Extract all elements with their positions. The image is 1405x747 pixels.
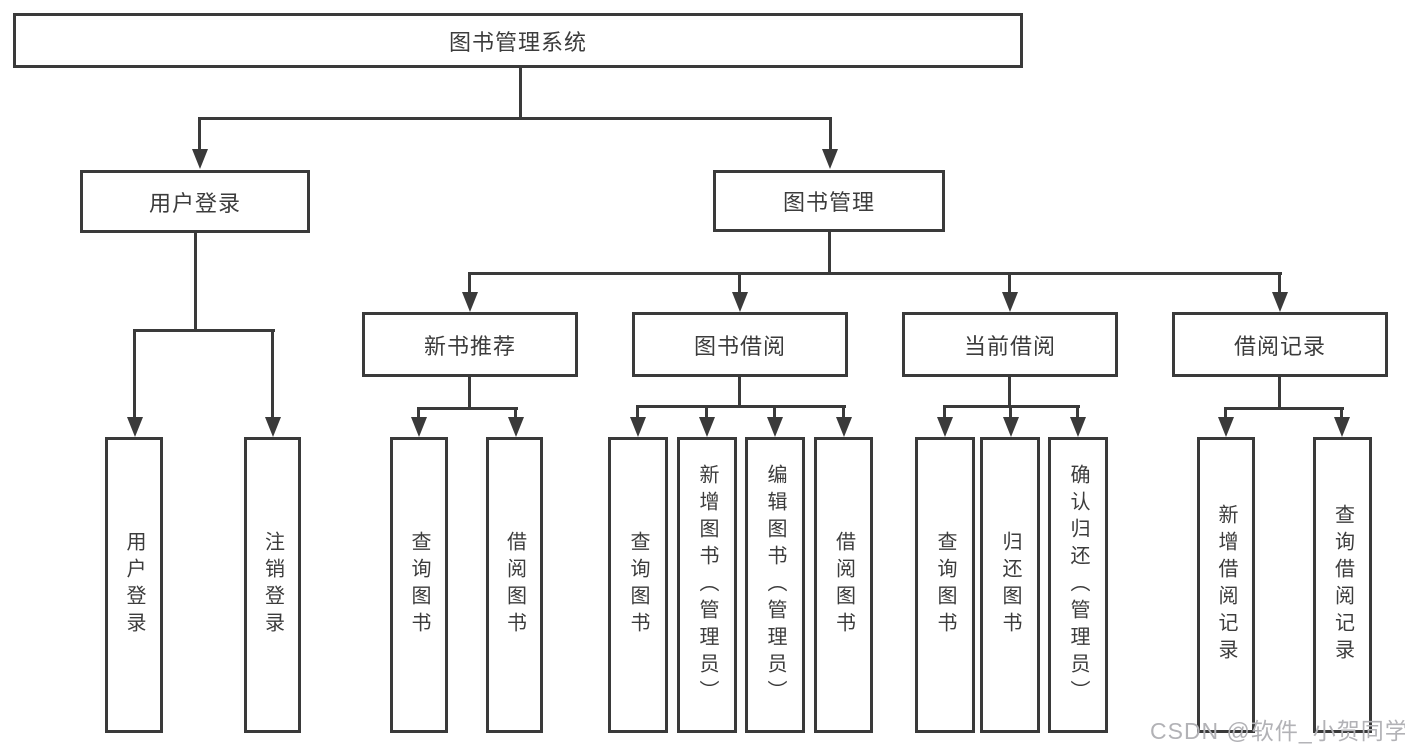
arrow-to-rec-add <box>1218 417 1234 437</box>
connector-bb-query-shaft <box>636 405 639 420</box>
arrow-to-borrowing <box>732 292 748 312</box>
leaf-query-borrow-record-label: 查询借阅记录 <box>1331 504 1354 666</box>
leaf-borrow-books-1-label: 借阅图书 <box>503 531 526 639</box>
leaf-borrow-books-1: 借阅图书 <box>486 437 543 733</box>
arrow-to-bb-borrow <box>836 417 852 437</box>
arrow-to-current <box>1002 292 1018 312</box>
leaf-query-books-1-label: 查询图书 <box>408 531 430 639</box>
connector-new-books-vline <box>468 377 471 409</box>
connector-book-mgmt-shaft <box>829 117 832 152</box>
leaf-user-login-label: 用户登录 <box>123 531 145 639</box>
leaf-add-borrow-record: 新增借阅记录 <box>1197 437 1255 733</box>
leaf-borrow-books-2: 借阅图书 <box>814 437 873 733</box>
leaf-query-books-3-label: 查询图书 <box>934 531 956 639</box>
node-root: 图书管理系统 <box>13 13 1023 68</box>
arrow-to-cb-confirm <box>1070 417 1086 437</box>
arrow-to-rec-query <box>1334 417 1350 437</box>
connector-nb-borrow-shaft <box>514 407 517 420</box>
leaf-query-borrow-record: 查询借阅记录 <box>1313 437 1372 733</box>
connector-root-hline <box>198 117 832 120</box>
connector-records-shaft <box>1278 272 1281 295</box>
leaf-return-books: 归还图书 <box>980 437 1040 733</box>
connector-borrowing-hline <box>636 405 846 408</box>
node-current-borrowing: 当前借阅 <box>902 312 1118 377</box>
leaf-add-book-admin: 新增图书（管理员） <box>677 437 737 733</box>
leaf-borrow-books-2-label: 借阅图书 <box>832 531 855 639</box>
connector-book-mgmt-vline <box>828 232 831 274</box>
connector-cb-confirm-shaft <box>1076 405 1079 420</box>
connector-user-login-hline <box>133 329 275 332</box>
csdn-watermark: CSDN @软件_小贺同学 <box>1150 718 1405 744</box>
arrow-to-cb-query <box>937 417 953 437</box>
connector-logout-leaf-shaft <box>271 329 274 420</box>
arrow-to-user-login <box>192 149 208 169</box>
connector-bb-borrow-shaft <box>842 405 845 420</box>
connector-new-books-hline <box>417 407 518 410</box>
arrow-to-bb-query <box>630 417 646 437</box>
leaf-confirm-return-admin-label: 确认归还（管理员） <box>1067 463 1089 707</box>
leaf-query-books-2: 查询图书 <box>608 437 668 733</box>
connector-records-vline <box>1278 377 1281 409</box>
leaf-query-books-1: 查询图书 <box>390 437 448 733</box>
leaf-add-borrow-record-label: 新增借阅记录 <box>1215 504 1237 666</box>
leaf-logout: 注销登录 <box>244 437 301 733</box>
connector-borrowing-shaft <box>738 272 741 295</box>
leaf-return-books-label: 归还图书 <box>999 531 1021 639</box>
connector-borrowing-vline <box>738 377 741 407</box>
leaf-edit-book-admin-label: 编辑图书（管理员） <box>764 463 786 707</box>
leaf-edit-book-admin: 编辑图书（管理员） <box>745 437 805 733</box>
connector-bb-edit-shaft <box>773 405 776 420</box>
connector-book-mgmt-hline <box>469 272 1282 275</box>
node-book-management: 图书管理 <box>713 170 945 232</box>
connector-current-vline <box>1008 377 1011 407</box>
arrow-to-bb-edit <box>767 417 783 437</box>
connector-user-login-shaft <box>198 117 201 152</box>
node-new-book-recommend: 新书推荐 <box>362 312 578 377</box>
node-user-login: 用户登录 <box>80 170 310 233</box>
arrow-to-new-books <box>462 292 478 312</box>
connector-bb-add-shaft <box>705 405 708 420</box>
leaf-query-books-2-label: 查询图书 <box>627 531 649 639</box>
connector-login-leaf-shaft <box>133 329 136 420</box>
leaf-logout-label: 注销登录 <box>261 531 284 639</box>
arrow-to-login-leaf <box>127 417 143 437</box>
leaf-add-book-admin-label: 新增图书（管理员） <box>696 463 718 707</box>
node-borrowing-records: 借阅记录 <box>1172 312 1388 377</box>
leaf-confirm-return-admin: 确认归还（管理员） <box>1048 437 1108 733</box>
arrow-to-records <box>1272 292 1288 312</box>
arrow-to-logout-leaf <box>265 417 281 437</box>
connector-records-hline <box>1224 407 1344 410</box>
connector-rec-add-shaft <box>1224 407 1227 420</box>
arrow-to-cb-return <box>1003 417 1019 437</box>
connector-user-login-vline <box>194 233 197 332</box>
connector-nb-query-shaft <box>417 407 420 420</box>
node-book-borrowing: 图书借阅 <box>632 312 848 377</box>
leaf-user-login: 用户登录 <box>105 437 163 733</box>
arrow-to-bb-add <box>699 417 715 437</box>
arrow-to-nb-query <box>411 417 427 437</box>
connector-root-vline <box>519 68 522 119</box>
connector-current-shaft <box>1008 272 1011 295</box>
connector-new-books-shaft <box>468 272 471 295</box>
connector-rec-query-shaft <box>1340 407 1343 420</box>
arrow-to-nb-borrow <box>508 417 524 437</box>
connector-cb-query-shaft <box>943 405 946 420</box>
leaf-query-books-3: 查询图书 <box>915 437 975 733</box>
connector-cb-return-shaft <box>1009 405 1012 420</box>
arrow-to-book-management <box>822 149 838 169</box>
